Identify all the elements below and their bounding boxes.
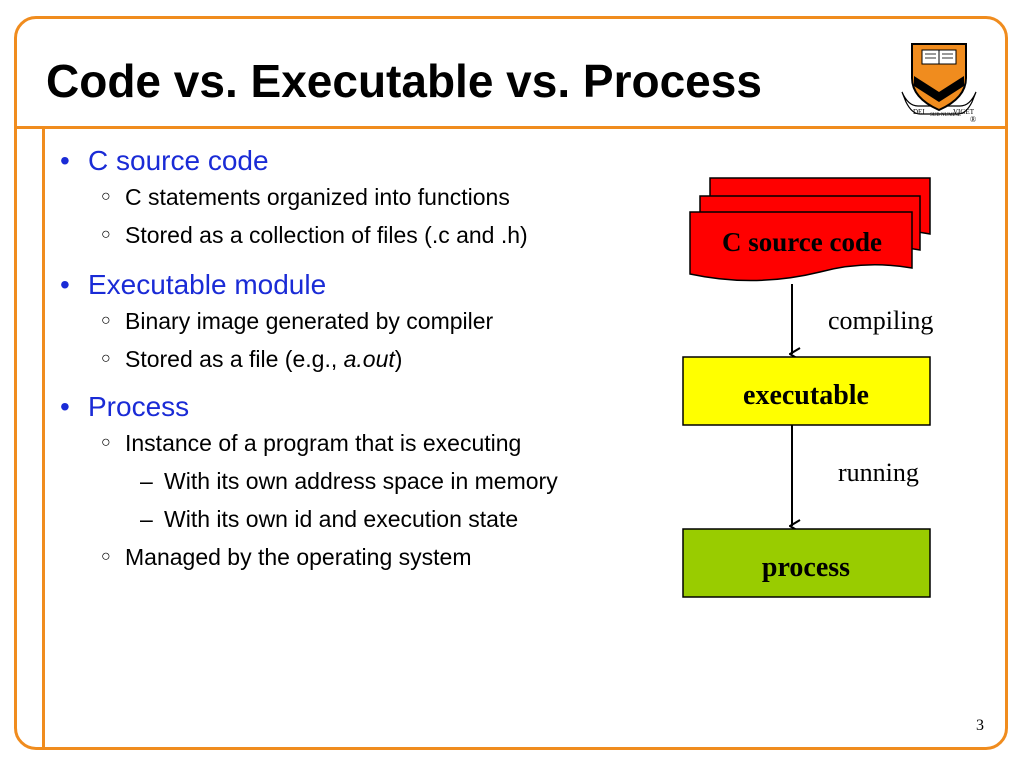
title-divider [14, 126, 1008, 129]
circle-bullet-icon: ○ [101, 312, 111, 329]
sub-bullet: ○ Stored as a collection of files (.c an… [60, 216, 670, 254]
compile-run-diagram: C source code compiling executable runni… [682, 177, 933, 598]
sub-bullet-text: Binary image generated by compiler [125, 308, 494, 334]
bullet-executable-module: • Executable module [60, 268, 670, 302]
bullet-dot-icon: • [60, 145, 70, 176]
source-code-label: C source code [722, 227, 882, 257]
sub-bullet: ○ C statements organized into functions [60, 178, 670, 216]
slide-frame [14, 16, 1008, 750]
sub-bullet: ○ Stored as a file (e.g., a.out) [60, 340, 670, 378]
circle-bullet-icon: ○ [101, 188, 111, 205]
circle-bullet-icon: ○ [101, 226, 111, 243]
bullet-label: Process [88, 391, 190, 422]
page-number: 3 [976, 717, 984, 734]
sub-sub-bullet: – With its own address space in memory [60, 462, 670, 500]
bullet-process: • Process [60, 390, 670, 424]
bullet-label: Executable module [88, 269, 327, 300]
princeton-shield-icon: DEI SUB NUMINE VIGET ® [901, 43, 977, 122]
dash-bullet-icon: – [140, 506, 153, 532]
sub-bullet-text: Instance of a program that is executing [125, 430, 522, 456]
sub-sub-bullet: – With its own id and execution state [60, 500, 670, 538]
slide-title: Code vs. Executable vs. Process [46, 55, 762, 107]
sub-bullet-suffix: ) [394, 346, 403, 372]
bullet-list: • C source code ○ C statements organized… [60, 144, 670, 576]
sub-bullet: ○ Instance of a program that is executin… [60, 424, 670, 462]
sub-sub-bullet-text: With its own address space in memory [164, 468, 558, 494]
running-label: running [838, 458, 919, 487]
source-code-documents: C source code [689, 177, 931, 282]
bullet-dot-icon: • [60, 391, 70, 422]
bullet-c-source-code: • C source code [60, 144, 670, 178]
compiling-label: compiling [828, 306, 933, 335]
sub-bullet-text: C statements organized into functions [125, 184, 510, 210]
sub-bullet: ○ Managed by the operating system [60, 538, 670, 576]
left-accent-bar [42, 126, 45, 750]
sub-bullet-text: Managed by the operating system [125, 544, 472, 570]
registered-mark: ® [970, 115, 976, 122]
sub-bullet-italic: a.out [343, 346, 395, 372]
circle-bullet-icon: ○ [101, 350, 111, 367]
executable-label: executable [743, 380, 869, 411]
logo-motto-right: VIGET [953, 108, 975, 116]
process-label: process [762, 552, 850, 583]
sub-sub-bullet-text: With its own id and execution state [164, 506, 519, 532]
process-box [682, 528, 931, 598]
bullet-label: C source code [88, 145, 269, 176]
logo-motto-left: DEI [913, 108, 925, 116]
dash-bullet-icon: – [140, 468, 153, 494]
sub-bullet: ○ Binary image generated by compiler [60, 302, 670, 340]
circle-bullet-icon: ○ [101, 548, 111, 565]
sub-bullet-text: Stored as a collection of files (.c and … [125, 222, 528, 248]
bullet-dot-icon: • [60, 269, 70, 300]
circle-bullet-icon: ○ [101, 434, 111, 451]
logo-motto-center: SUB NUMINE [930, 113, 961, 118]
executable-box [682, 356, 931, 426]
sub-bullet-prefix: Stored as a file (e.g., [125, 346, 344, 372]
